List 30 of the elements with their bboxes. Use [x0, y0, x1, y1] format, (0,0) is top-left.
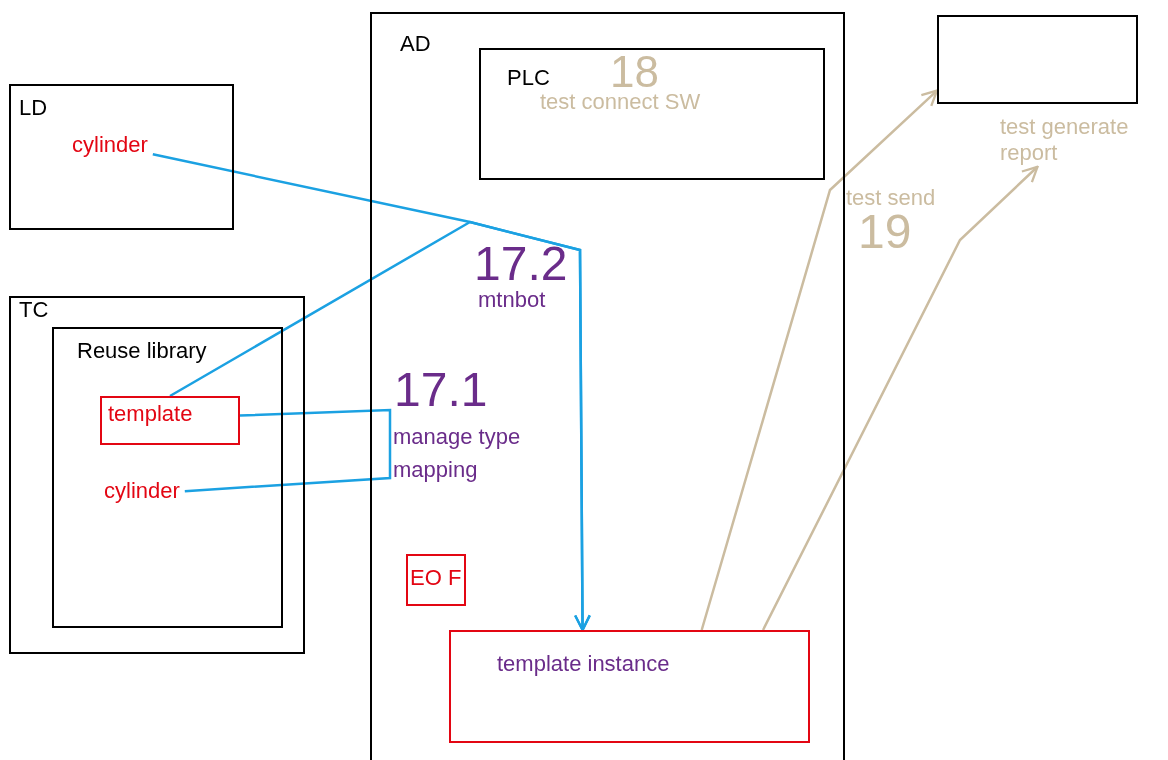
node-title: PLC — [507, 66, 550, 91]
step-number: 19 — [858, 208, 912, 256]
box — [937, 15, 1138, 104]
node-title: LD — [19, 96, 48, 121]
node-title: TC — [19, 298, 49, 323]
step-label: test send — [846, 186, 936, 211]
step-number: 17.1 — [394, 366, 488, 414]
node-text: cylinder — [99, 474, 185, 509]
arrow — [700, 89, 939, 631]
container-box — [370, 12, 845, 760]
step-label: mtnbot — [478, 288, 546, 313]
component-box — [406, 554, 466, 606]
step-number: 17.2 — [474, 240, 568, 288]
container-box — [9, 84, 234, 230]
component-box — [449, 630, 810, 743]
node-title: AD — [400, 32, 431, 57]
connector-line — [184, 408, 392, 493]
node-text: test generate report — [1000, 114, 1150, 167]
container-box — [52, 327, 283, 628]
arrow — [761, 165, 1039, 631]
component-box — [100, 396, 240, 445]
node-title: template — [108, 402, 193, 427]
arrow — [169, 220, 591, 632]
process-box — [479, 48, 825, 180]
container-box — [9, 296, 305, 654]
step-label: manage type mapping — [393, 423, 522, 484]
node-text: cylinder — [67, 130, 153, 161]
node-title: Reuse library — [77, 339, 207, 364]
node-title: template instance — [497, 652, 670, 677]
node-title: EO F — [410, 566, 462, 591]
